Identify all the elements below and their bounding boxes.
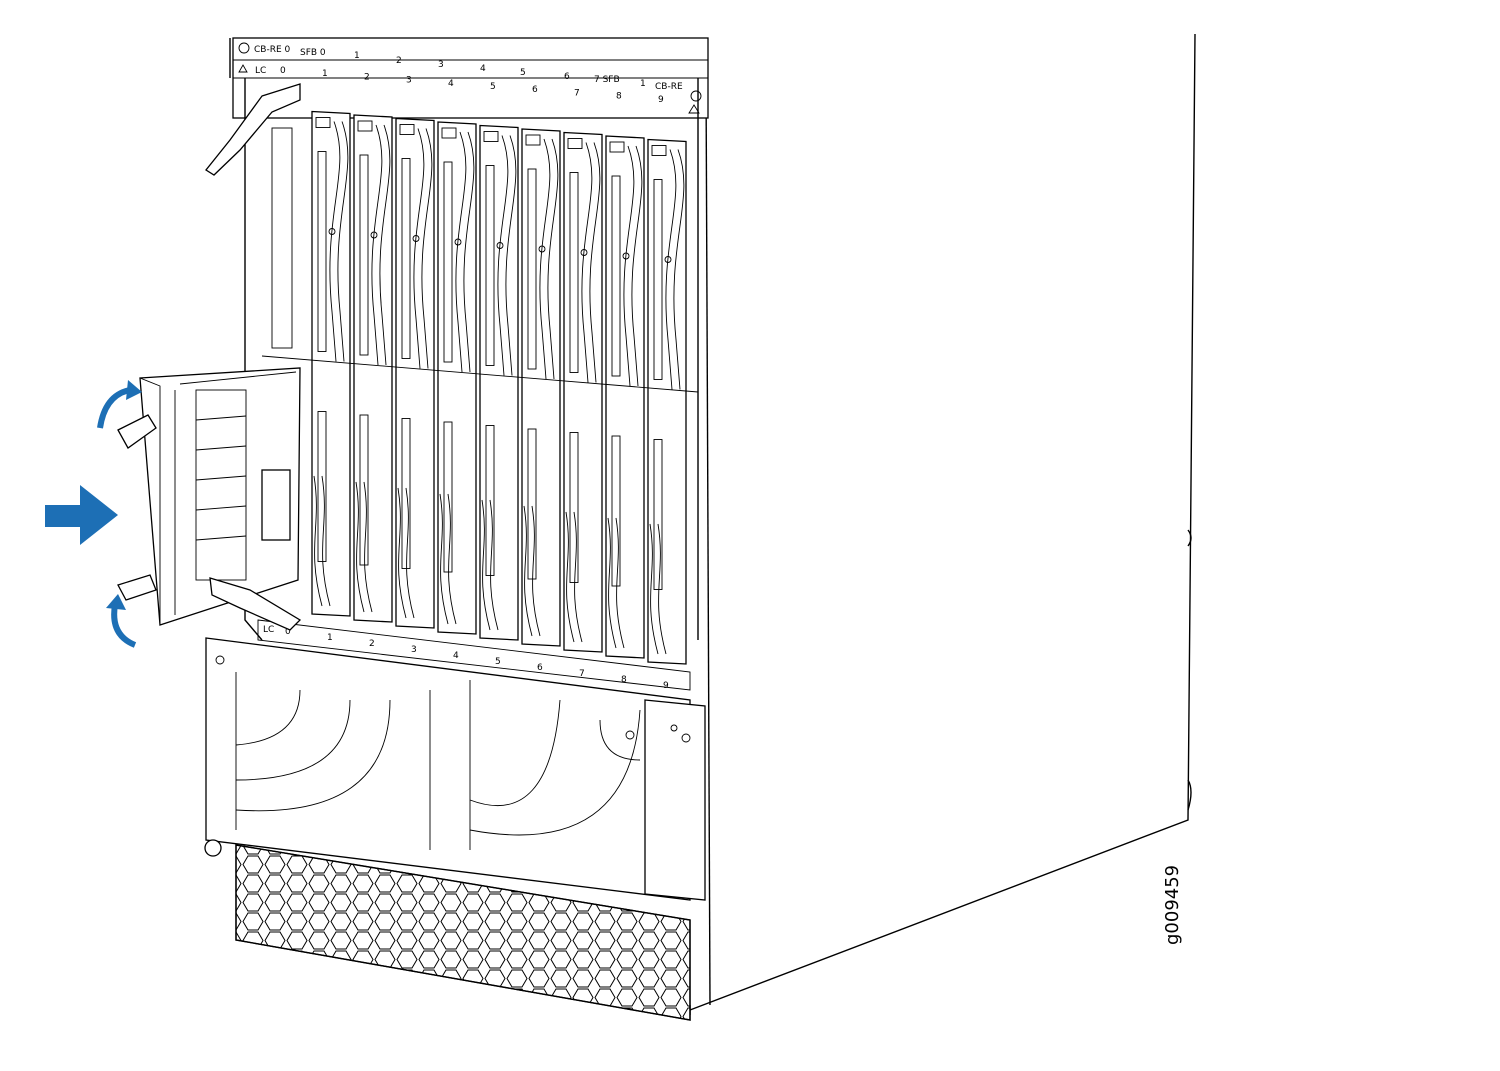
top-label-5: 5 [520, 68, 526, 78]
top-lc-slot-number: 4 [448, 79, 454, 89]
line-card-slot [271, 127, 293, 349]
line-card-slot [563, 131, 603, 653]
warning-triangle-icon [238, 64, 248, 73]
top-lc-slot-number: 6 [532, 85, 538, 95]
top-lc-slot-number: 1 [322, 69, 328, 79]
line-card-slot [479, 124, 519, 641]
rotate-ejector-up-icon [97, 380, 142, 429]
top-label-6: 6 [564, 72, 570, 82]
figure-id: g009459 [1162, 865, 1183, 945]
top-label-4: 4 [480, 64, 486, 74]
top-label-7-sfb: 7 SFB [594, 75, 620, 85]
line-card-slot [521, 128, 561, 647]
top-lc-prefix: LC [255, 66, 266, 76]
top-lc-slot-number: 8 [616, 92, 622, 102]
top-label-sfb-0: SFB 0 [300, 48, 326, 58]
bottom-lc-slot-number: 2 [369, 639, 375, 649]
top-label-2: 2 [396, 56, 402, 66]
line-card-slot [437, 121, 477, 635]
bottom-lc-slot-number: 9 [663, 681, 669, 691]
top-label-1: 1 [354, 51, 360, 61]
extended-ejector [205, 83, 301, 176]
bottom-lc-slot-number: 7 [579, 669, 585, 679]
line-card-slot [353, 114, 393, 623]
chassis-outline [689, 33, 1196, 1015]
fan-tray [204, 637, 706, 1021]
line-card-slot [311, 110, 351, 617]
bottom-slot-labels: LC 0 1 2 3 4 5 6 7 8 9 [257, 619, 691, 691]
lower-ejector-handle [117, 574, 157, 601]
line-card-being-inserted [117, 367, 302, 631]
top-lc-slot-number: 2 [364, 72, 370, 82]
top-label-cb-re: CB-RE [655, 82, 683, 92]
top-lc-slot-number: 9 [658, 95, 664, 105]
line-card-slot [605, 135, 645, 659]
rotate-ejector-down-icon [106, 594, 137, 648]
bottom-lc-slot-number: 5 [495, 657, 501, 667]
front-panel-frame [229, 37, 709, 641]
upper-ejector-handle [117, 414, 157, 449]
bottom-lc-slot-number: 3 [411, 645, 417, 655]
insert-arrow-icon [45, 485, 118, 545]
top-slot-labels: CB-RE 0 SFB 0 1 2 3 4 5 6 7 SFB 1 CB-RE … [238, 45, 700, 114]
top-lc-slot-number: 5 [490, 82, 496, 92]
top-label-1b: 1 [640, 79, 646, 89]
connector-module [195, 389, 247, 581]
top-lc-slot-number: 3 [406, 76, 412, 86]
top-lc-slot-number: 0 [280, 66, 286, 76]
line-card-slot [647, 138, 687, 665]
top-lc-slot-number: 7 [574, 88, 580, 98]
bottom-lc-slot-number: 0 [285, 627, 291, 637]
bottom-lc-prefix: LC [263, 625, 274, 635]
bottom-lc-slot-number: 8 [621, 675, 627, 685]
bottom-lc-slot-number: 1 [327, 633, 333, 643]
top-label-cb-re-0: CB-RE 0 [254, 45, 291, 55]
bottom-lc-slot-number: 4 [453, 651, 459, 661]
warning-triangle-icon [688, 104, 700, 114]
line-card-slot [395, 117, 435, 629]
top-label-3: 3 [438, 60, 444, 70]
bottom-lc-slot-number: 6 [537, 663, 543, 673]
line-card-slots [271, 110, 687, 665]
